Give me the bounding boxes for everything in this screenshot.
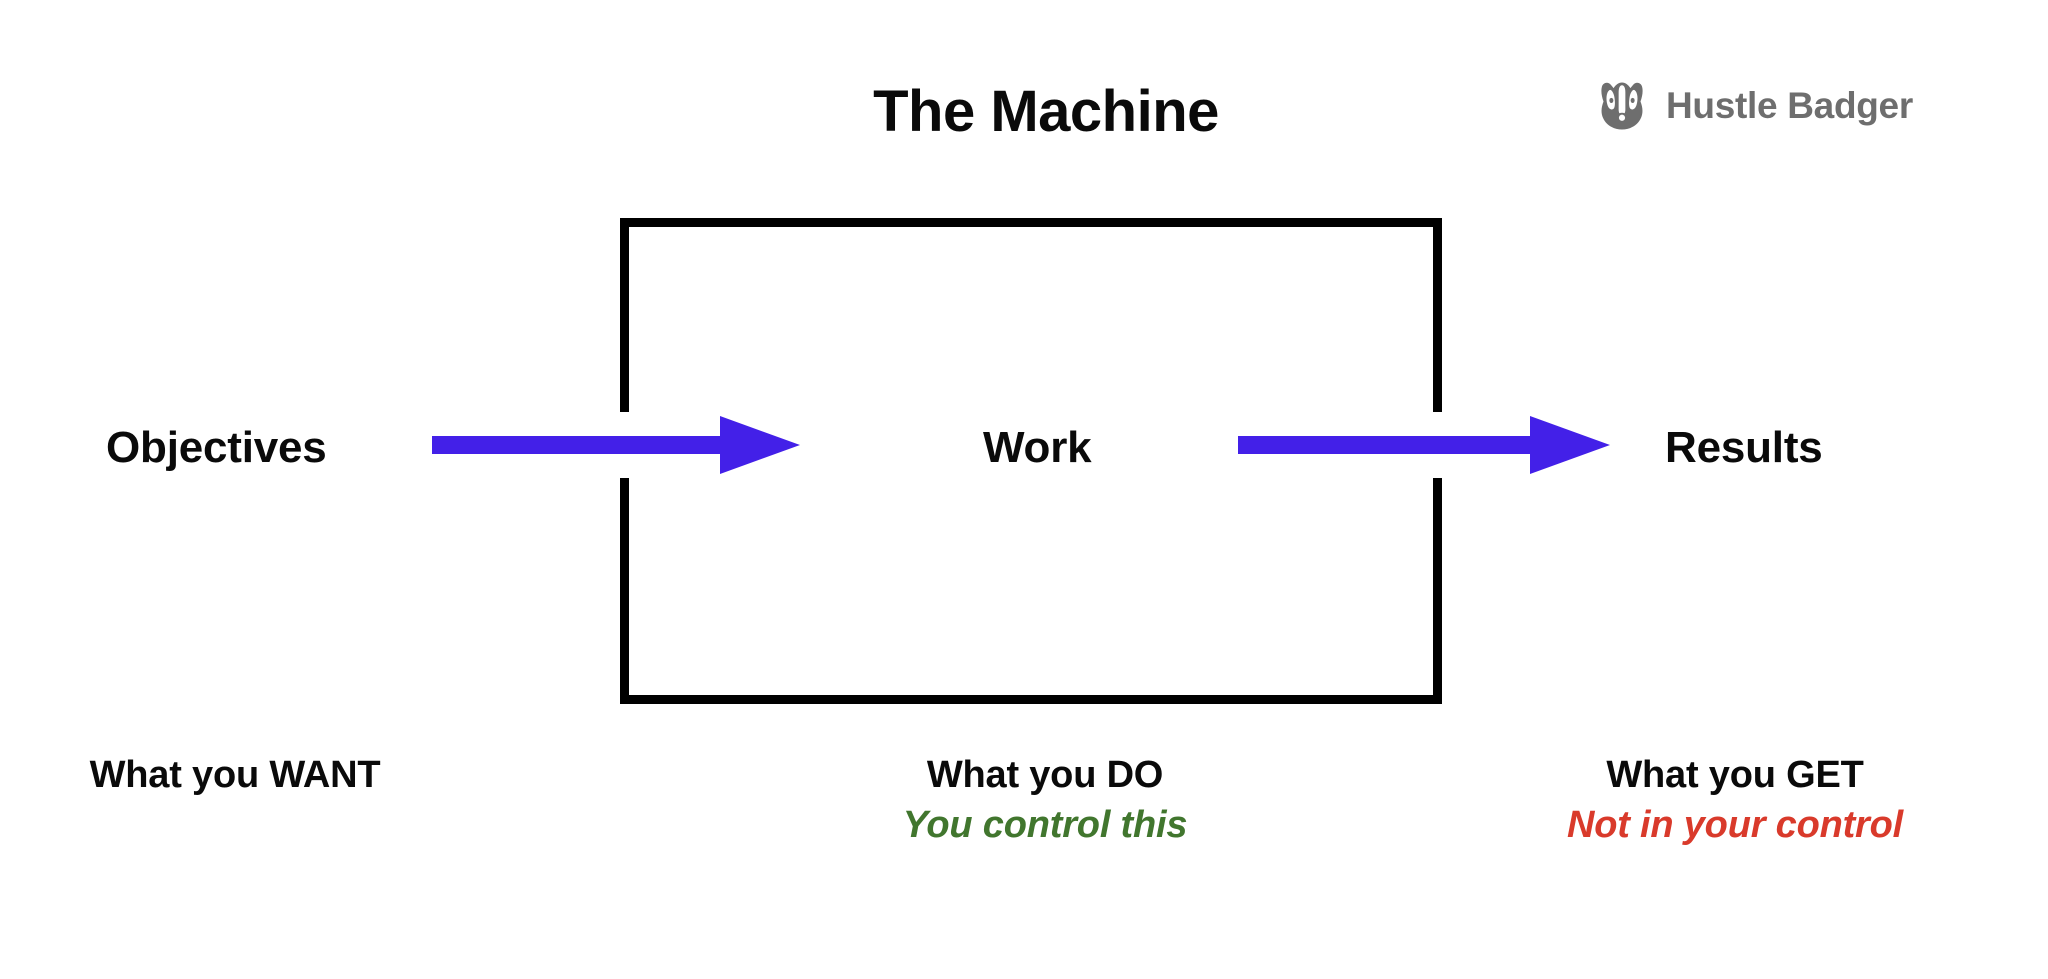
caption-do-main: What you DO bbox=[926, 754, 1164, 796]
caption-what-you-want: What you WANT bbox=[0, 750, 470, 800]
work-to-results-arrow bbox=[1238, 416, 1610, 474]
page-title-text: The Machine bbox=[873, 79, 1219, 144]
work-box-left-edge-lower bbox=[620, 478, 629, 704]
work-box-right-edge-lower bbox=[1433, 478, 1442, 704]
stage-label-results: Results bbox=[1665, 423, 1823, 472]
work-box-right-edge-upper bbox=[1433, 218, 1442, 412]
caption-do-sub: You control this bbox=[902, 804, 1188, 847]
badger-head-icon bbox=[1601, 82, 1643, 130]
objectives-to-work-arrow bbox=[432, 416, 800, 474]
page-title: The Machine bbox=[0, 78, 2048, 145]
brand-name: Hustle Badger bbox=[1666, 85, 1913, 126]
work-box-left-edge-upper bbox=[620, 218, 629, 412]
brand-logo: Hustle Badger bbox=[1594, 78, 1913, 134]
caption-want-main: What you WANT bbox=[89, 754, 381, 796]
work-box-bottom-edge bbox=[620, 695, 1442, 704]
caption-what-you-get: What you GET Not in your control bbox=[1500, 750, 1970, 850]
stage-label-work: Work bbox=[983, 423, 1092, 472]
caption-get-main: What you GET bbox=[1606, 754, 1864, 796]
stage-label-objectives: Objectives bbox=[106, 423, 327, 472]
caption-get-sub: Not in your control bbox=[1566, 804, 1904, 847]
work-box-top-edge bbox=[620, 218, 1442, 227]
caption-what-you-do: What you DO You control this bbox=[810, 750, 1280, 850]
